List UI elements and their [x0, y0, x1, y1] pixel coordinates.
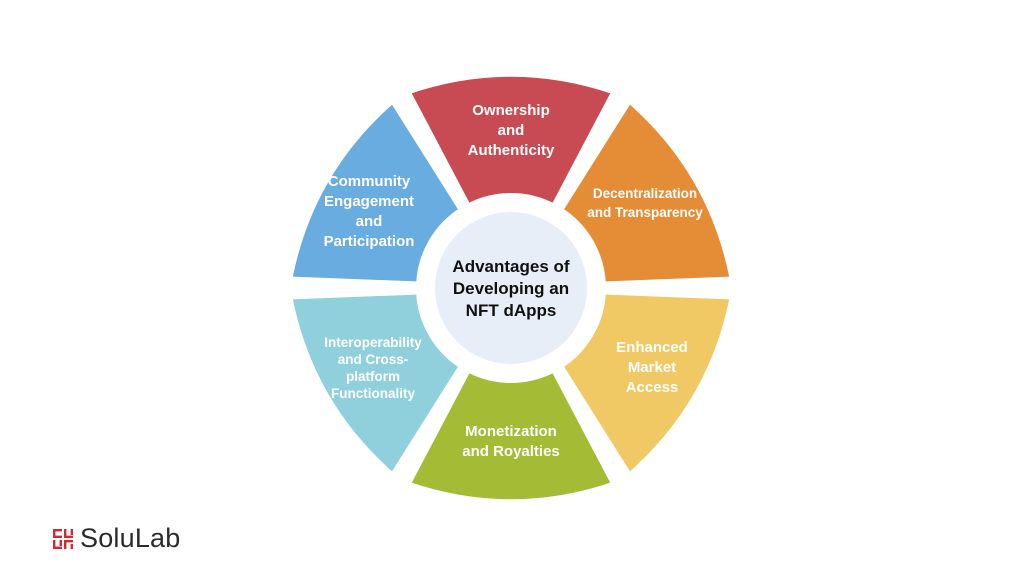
segment-interoperability: Interoperability and Cross-platformFuncti… — [286, 288, 465, 479]
center-title-line-2: Developing an — [453, 279, 569, 298]
solulab-logo-icon — [53, 528, 73, 549]
segment-label-community-line-1: Community — [328, 173, 411, 190]
segments-layer: OwnershipandAuthenticityDecentralization… — [286, 70, 736, 506]
segment-label-monetization-line-2: and Royalties — [462, 443, 560, 460]
segment-label-interoperability-line-4: Functionality — [331, 386, 415, 401]
segment-label-enhanced-market-access-line-2: Market — [628, 359, 676, 376]
center-title-line-3: NFT dApps — [466, 301, 557, 320]
segment-label-enhanced-market-access-line-3: Access — [626, 379, 679, 396]
segment-decentralization: Decentralization and Transparency — [557, 97, 736, 288]
segment-shape-decentralization — [557, 97, 736, 288]
center-title-line-1: Advantages of — [452, 257, 569, 276]
segment-label-monetization-line-1: Monetization — [465, 423, 557, 440]
segment-label-interoperability-line-3: platform — [346, 369, 400, 384]
segment-shape-enhanced-market-access — [557, 288, 736, 479]
segment-label-ownership-line-1: Ownership — [472, 102, 550, 119]
center-hub: Advantages of Developing an NFT dApps — [427, 204, 595, 372]
segment-label-community-line-3: and — [356, 213, 383, 230]
segment-label-interoperability-line-2: and Cross- — [338, 352, 409, 367]
segment-label-decentralization-line-1: Decentralization — [593, 186, 697, 201]
solulab-logo: SoluLab — [52, 525, 181, 552]
logo-text: SoluLab — [80, 523, 181, 553]
segment-label-enhanced-market-access-line-1: Enhanced — [616, 339, 688, 356]
segment-label-ownership-line-2: and — [498, 122, 525, 139]
segment-label-community-line-4: Participation — [324, 233, 415, 250]
segment-label-interoperability-line-1: Interoperability — [324, 335, 422, 350]
segment-shape-interoperability — [286, 288, 465, 479]
segment-shape-ownership — [404, 70, 618, 210]
segment-label-community-line-2: Engagement — [324, 193, 414, 210]
segment-label-decentralization-line-2: and Transparency — [587, 205, 703, 220]
segment-label-ownership-line-3: Authenticity — [468, 142, 555, 159]
segment-monetization: Monetization and Royalties — [404, 366, 618, 506]
segment-shape-community — [286, 97, 465, 288]
segment-shape-monetization — [404, 366, 618, 506]
center-circle — [427, 204, 595, 372]
